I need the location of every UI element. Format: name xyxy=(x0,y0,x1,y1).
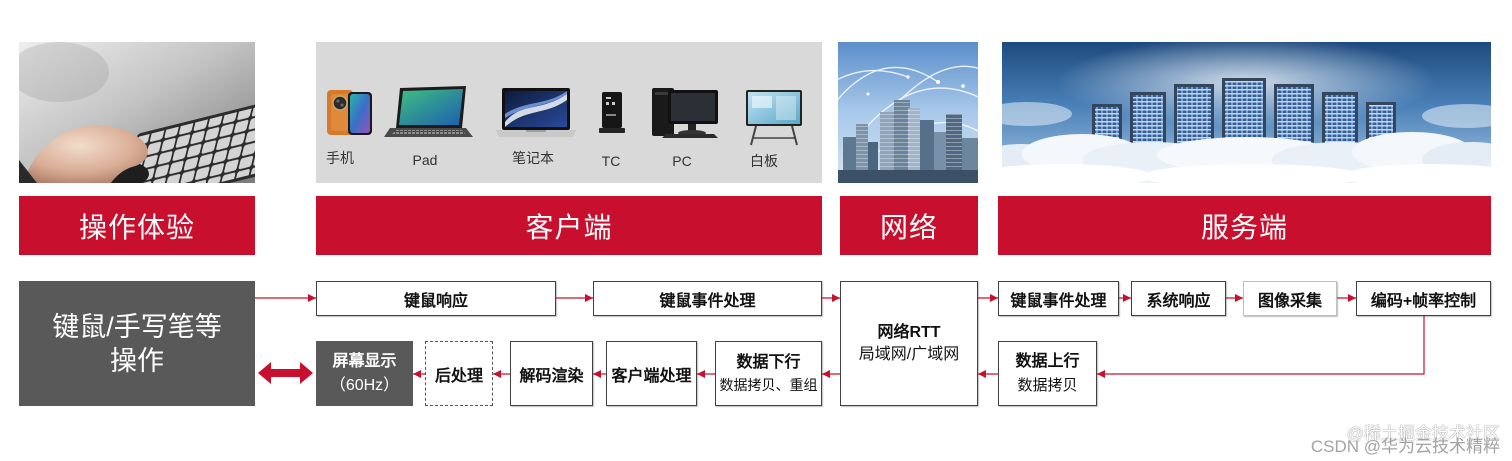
device-label-tc: TC xyxy=(601,153,621,169)
watermark-juejin: @稀土掘金技术社区 xyxy=(1346,424,1500,443)
client-event-handling-box: 键鼠事件处理 xyxy=(593,281,822,316)
phone-icon xyxy=(327,90,372,135)
downlink-subtitle: 数据拷贝、重组 xyxy=(719,376,818,393)
decode-render-box: 解码渲染 xyxy=(510,341,593,406)
column-header-client: 客户端 xyxy=(316,196,822,255)
hand-icon xyxy=(24,125,148,183)
column-header-server: 服务端 xyxy=(998,196,1491,255)
server-event-handling-box: 键鼠事件处理 xyxy=(998,281,1119,316)
system-response-box: 系统响应 xyxy=(1131,281,1226,316)
device-label-laptop: 笔记本 xyxy=(512,150,554,166)
client-mouse-response-box: 键鼠响应 xyxy=(316,281,556,316)
whiteboard-icon xyxy=(746,90,802,146)
client-processing-box: 客户端处理 xyxy=(606,341,697,406)
image-capture-box: 图像采集 xyxy=(1243,281,1337,316)
downlink-title: 数据下行 xyxy=(736,353,801,371)
downlink-box: 数据下行 数据拷贝、重组 xyxy=(715,341,822,406)
client-devices-panel: 手机 Pad 笔记本 TC PC 白板 xyxy=(316,42,822,183)
desktop-pc-icon xyxy=(652,88,718,138)
keyboard-hand-photo xyxy=(19,42,255,183)
device-label-pad: Pad xyxy=(412,152,438,168)
watermark-csdn: CSDN @华为云技术精粹 xyxy=(1310,437,1500,456)
user-input-line1: 键鼠/手写笔等 xyxy=(52,311,222,342)
column-header-operation: 操作体验 xyxy=(19,196,255,255)
network-rtt-title: 网络RTT xyxy=(877,323,941,341)
device-label-pc: PC xyxy=(672,153,692,169)
user-input-box: 键鼠/手写笔等 操作 xyxy=(19,281,255,406)
user-input-line2: 操作 xyxy=(110,345,164,376)
device-label-whiteboard: 白板 xyxy=(750,153,778,169)
city-network-photo xyxy=(838,42,978,183)
screen-display-title: 屏幕显示 xyxy=(332,352,397,370)
screen-display-rate: （60Hz） xyxy=(329,376,400,394)
uplink-box: 数据上行 数据拷贝 xyxy=(998,341,1097,406)
server-cloud-photo xyxy=(1002,42,1491,183)
thin-client-icon xyxy=(599,92,625,133)
post-processing-box: 后处理 xyxy=(425,341,493,406)
tablet-icon xyxy=(384,86,473,137)
uplink-title: 数据上行 xyxy=(1015,352,1080,370)
laptop-icon xyxy=(496,88,576,137)
display-feedback-double-arrow xyxy=(258,362,313,384)
network-rtt-box: 网络RTT 局域网/广域网 xyxy=(840,281,978,406)
device-label-phone: 手机 xyxy=(326,150,354,166)
screen-display-box: 屏幕显示 （60Hz） xyxy=(316,341,413,406)
keyboard-icon xyxy=(118,98,255,183)
clouds xyxy=(1002,132,1491,183)
uplink-subtitle: 数据拷贝 xyxy=(1017,376,1078,394)
column-header-network: 网络 xyxy=(840,196,978,255)
network-rtt-subtitle: 局域网/广域网 xyxy=(858,345,960,363)
arrow-encoding-to-uplink xyxy=(1097,316,1425,378)
encoding-framerate-box: 编码+帧率控制 xyxy=(1356,281,1491,316)
